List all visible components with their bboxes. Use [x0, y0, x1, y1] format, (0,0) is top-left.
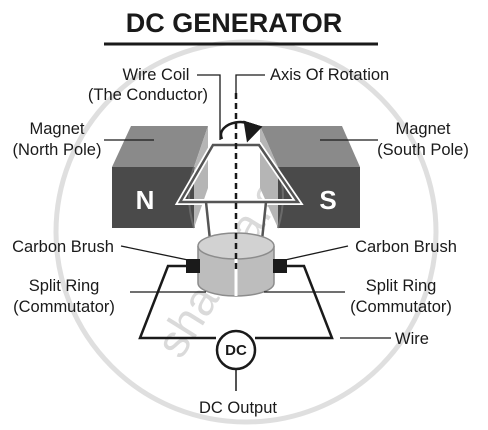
label-split-ring-right-line2: (Commutator)	[350, 298, 452, 316]
label-split-ring-left-line2: (Commutator)	[13, 298, 115, 316]
leader-wire-coil	[197, 74, 221, 140]
magnet-south-top-face	[260, 126, 360, 167]
external-wire-left	[138, 264, 216, 340]
dc-symbol-label: DC	[225, 342, 247, 359]
external-wire-right	[255, 264, 334, 340]
rotation-arrow-icon	[219, 120, 263, 143]
label-magnet-south-line1: Magnet	[395, 120, 450, 138]
carbon-brush-left	[186, 259, 200, 273]
label-dc-output: DC Output	[199, 399, 277, 417]
magnet-south: S	[260, 126, 360, 229]
coil-lead-left	[204, 201, 212, 241]
leader-axis	[235, 74, 265, 93]
label-magnet-north-line2: (North Pole)	[13, 141, 102, 159]
magnet-north-curve	[188, 166, 195, 229]
label-carbon-brush-left: Carbon Brush	[12, 238, 114, 256]
label-wire-coil-line2: (The Conductor)	[88, 86, 208, 104]
label-magnet-south-line2: (South Pole)	[377, 141, 469, 159]
label-magnet-north-line1: Magnet	[29, 120, 84, 138]
diagram-title: DC GENERATOR	[126, 8, 343, 38]
watermark-ring	[53, 39, 439, 425]
magnet-north-letter: N	[136, 185, 155, 215]
label-split-ring-left-line1: Split Ring	[29, 277, 100, 295]
magnet-south-letter: S	[319, 185, 336, 215]
leader-carbon-brush-left	[120, 245, 189, 261]
coil-lead-right	[260, 201, 268, 241]
wire-coil	[177, 143, 301, 204]
label-wire-coil-line1: Wire Coil	[123, 66, 190, 84]
leader-carbon-brush-right	[284, 245, 349, 261]
label-axis-of-rotation: Axis Of Rotation	[270, 66, 389, 84]
label-wire: Wire	[395, 330, 429, 348]
magnet-north-top-face	[112, 126, 208, 167]
label-split-ring-right-line1: Split Ring	[366, 277, 437, 295]
label-carbon-brush-right: Carbon Brush	[355, 238, 457, 256]
carbon-brush-right	[273, 259, 287, 273]
magnet-north: N	[112, 126, 208, 229]
